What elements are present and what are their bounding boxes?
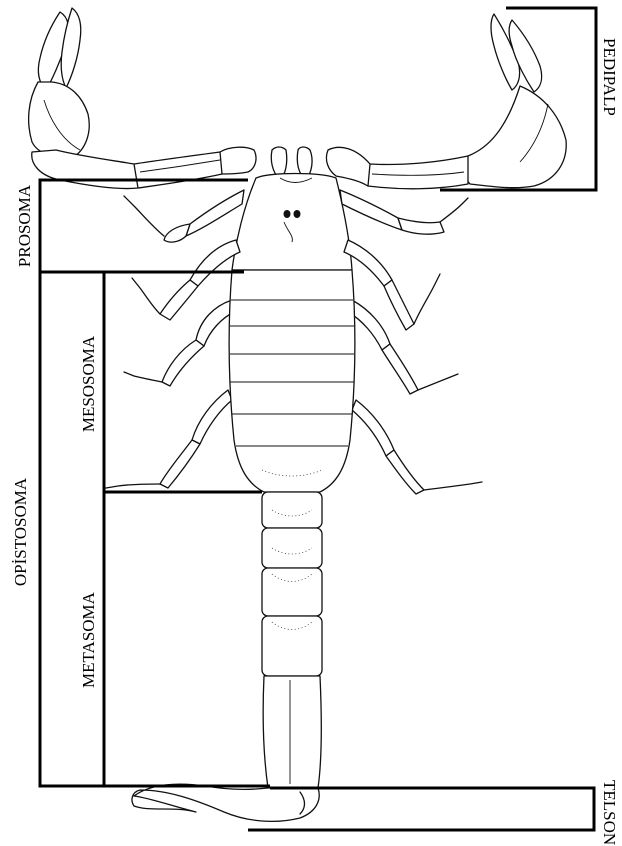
- carapace-drawing: [232, 174, 352, 271]
- pedipalp-label: PEDIPALP: [600, 38, 619, 116]
- scorpion-illustration: [29, 8, 567, 821]
- metasoma-label: METASOMA: [79, 591, 98, 688]
- opistosoma-label: OPİSTOSOMA: [11, 477, 30, 586]
- metasoma-drawing: [262, 492, 322, 788]
- median-eye-right: [294, 210, 301, 218]
- median-eye-left: [284, 210, 291, 218]
- mesosoma-drawing: [229, 270, 355, 492]
- mesosoma-label: MESOSOMA: [79, 335, 98, 432]
- right-legs-drawing: [340, 190, 482, 494]
- left-legs-drawing: [106, 190, 244, 488]
- left-pedipalp-drawing: [29, 8, 256, 189]
- telson-label: TELSON: [600, 780, 619, 845]
- prosoma-label: PROSOMA: [15, 184, 34, 267]
- telson-drawing: [132, 784, 319, 821]
- right-pedipalp-drawing: [326, 14, 566, 189]
